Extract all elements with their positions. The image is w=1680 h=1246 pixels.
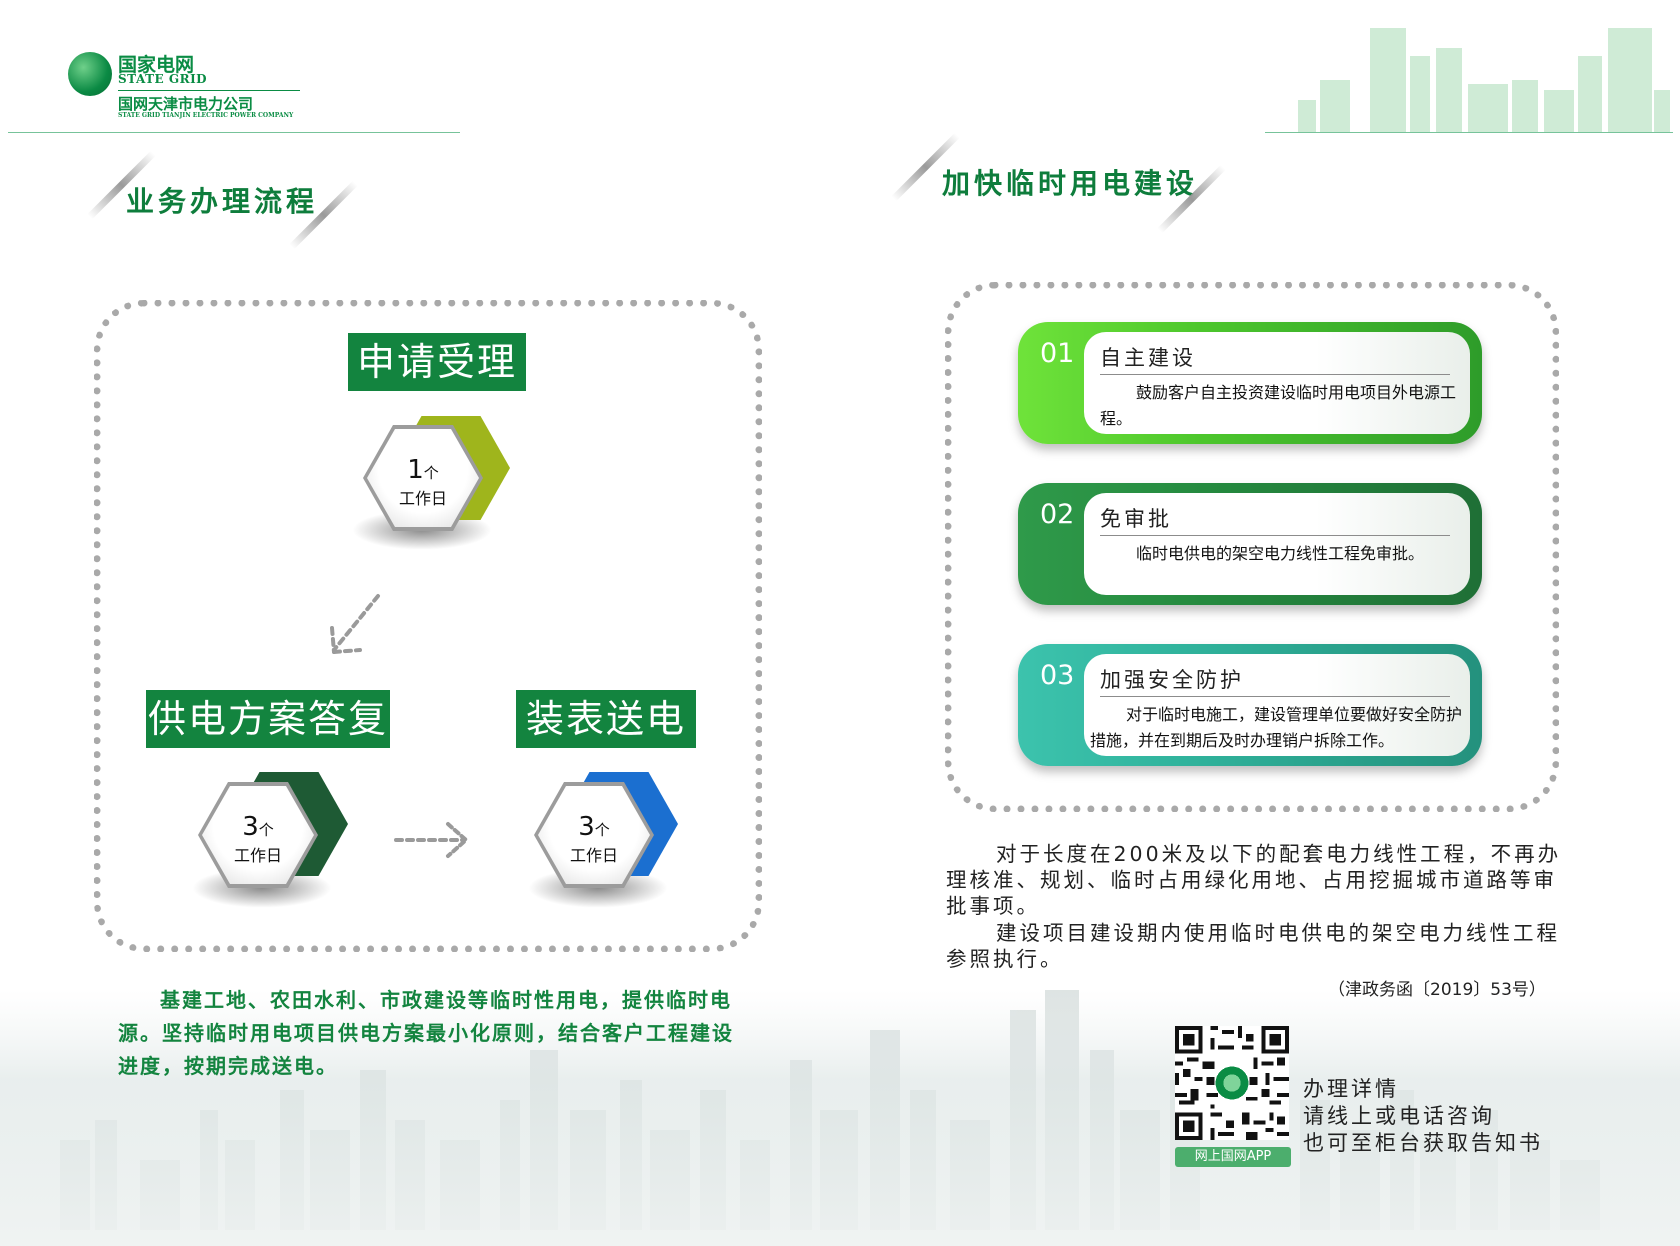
days-unit: 个 xyxy=(423,464,439,482)
hexagon-badge: 3个 工作日 xyxy=(198,782,318,888)
qr-code-icon[interactable] xyxy=(1175,1026,1289,1140)
card-title: 加强安全防护 xyxy=(1100,668,1244,692)
card-text: 临时电供电的架空电力线性工程免审批。 xyxy=(1136,544,1425,563)
right-section-title: 加快临时用电建设 xyxy=(942,167,1199,200)
city-skyline-background xyxy=(0,990,1680,1246)
green-buildings-decoration xyxy=(1298,28,1670,132)
company-name-cn: 国网天津市电力公司 xyxy=(118,95,254,113)
arrow-right-icon xyxy=(394,822,470,858)
app-name-label: 网上国网APP xyxy=(1175,1147,1291,1167)
card-number: 01 xyxy=(1040,338,1075,369)
contact-line-1: 办理详情 xyxy=(1303,1077,1399,1101)
brand-name-cn: 国家电网 xyxy=(118,54,195,76)
card-number: 02 xyxy=(1040,499,1075,530)
contact-line-2: 请线上或电话咨询 xyxy=(1303,1104,1495,1128)
days-number: 3 xyxy=(578,812,595,842)
days-unit: 个 xyxy=(258,821,274,839)
days-label: 工作日 xyxy=(233,846,282,865)
header-rule-right xyxy=(1265,132,1673,133)
state-grid-logo-icon xyxy=(68,52,112,96)
left-section-title: 业务办理流程 xyxy=(126,185,319,218)
hexagon-badge: 3个 工作日 xyxy=(534,782,654,888)
card-title: 自主建设 xyxy=(1100,346,1196,370)
contact-line-3: 也可至柜台获取告知书 xyxy=(1303,1131,1543,1155)
brand-name-en: STATE GRID xyxy=(118,72,208,86)
card-text: 对于临时电施工，建设管理单位要做好安全防护措施，并在到期后及时办理销户拆除工作。 xyxy=(1090,705,1463,750)
service-description: 基建工地、农田水利、市政建设等临时性用电，提供临时电源。坚持临时用电项目供电方案… xyxy=(118,988,734,1078)
header-rule-left xyxy=(8,132,460,133)
process-panel xyxy=(94,300,762,952)
measure-card-03: 03 加强安全防护 对于临时电施工，建设管理单位要做好安全防护措施，并在到期后及… xyxy=(1018,644,1482,766)
policy-paragraph-2: 建设项目建设期内使用临时电供电的架空电力线性工程参照执行。 xyxy=(946,921,1560,971)
measures-panel xyxy=(945,282,1559,812)
step-label-plan-reply: 供电方案答复 xyxy=(146,690,390,748)
days-unit: 个 xyxy=(594,821,610,839)
card-divider xyxy=(1100,535,1450,536)
days-label: 工作日 xyxy=(569,846,618,865)
arrow-down-left-icon xyxy=(330,594,380,654)
card-divider xyxy=(1100,696,1450,697)
days-label: 工作日 xyxy=(398,489,447,508)
card-divider xyxy=(1100,374,1450,375)
days-number: 3 xyxy=(242,812,259,842)
days-number: 1 xyxy=(407,455,424,485)
measure-card-01: 01 自主建设 鼓励客户自主投资建设临时用电项目外电源工程。 xyxy=(1018,322,1482,444)
card-title: 免审批 xyxy=(1100,507,1172,531)
policy-paragraph-1: 对于长度在200米及以下的配套电力线性工程，不再办理核准、规划、临时占用绿化用地… xyxy=(946,842,1562,918)
step-label-install-meter: 装表送电 xyxy=(516,690,696,748)
card-number: 03 xyxy=(1040,660,1075,691)
company-name-en: STATE GRID TIANJIN ELECTRIC POWER COMPAN… xyxy=(118,112,294,119)
step-label-apply: 申请受理 xyxy=(348,333,526,391)
card-text: 鼓励客户自主投资建设临时用电项目外电源工程。 xyxy=(1100,383,1457,428)
measure-card-02: 02 免审批 临时电供电的架空电力线性工程免审批。 xyxy=(1018,483,1482,605)
document-reference: （津政务函〔2019〕53号） xyxy=(1328,980,1546,1000)
brand-divider xyxy=(118,90,300,91)
